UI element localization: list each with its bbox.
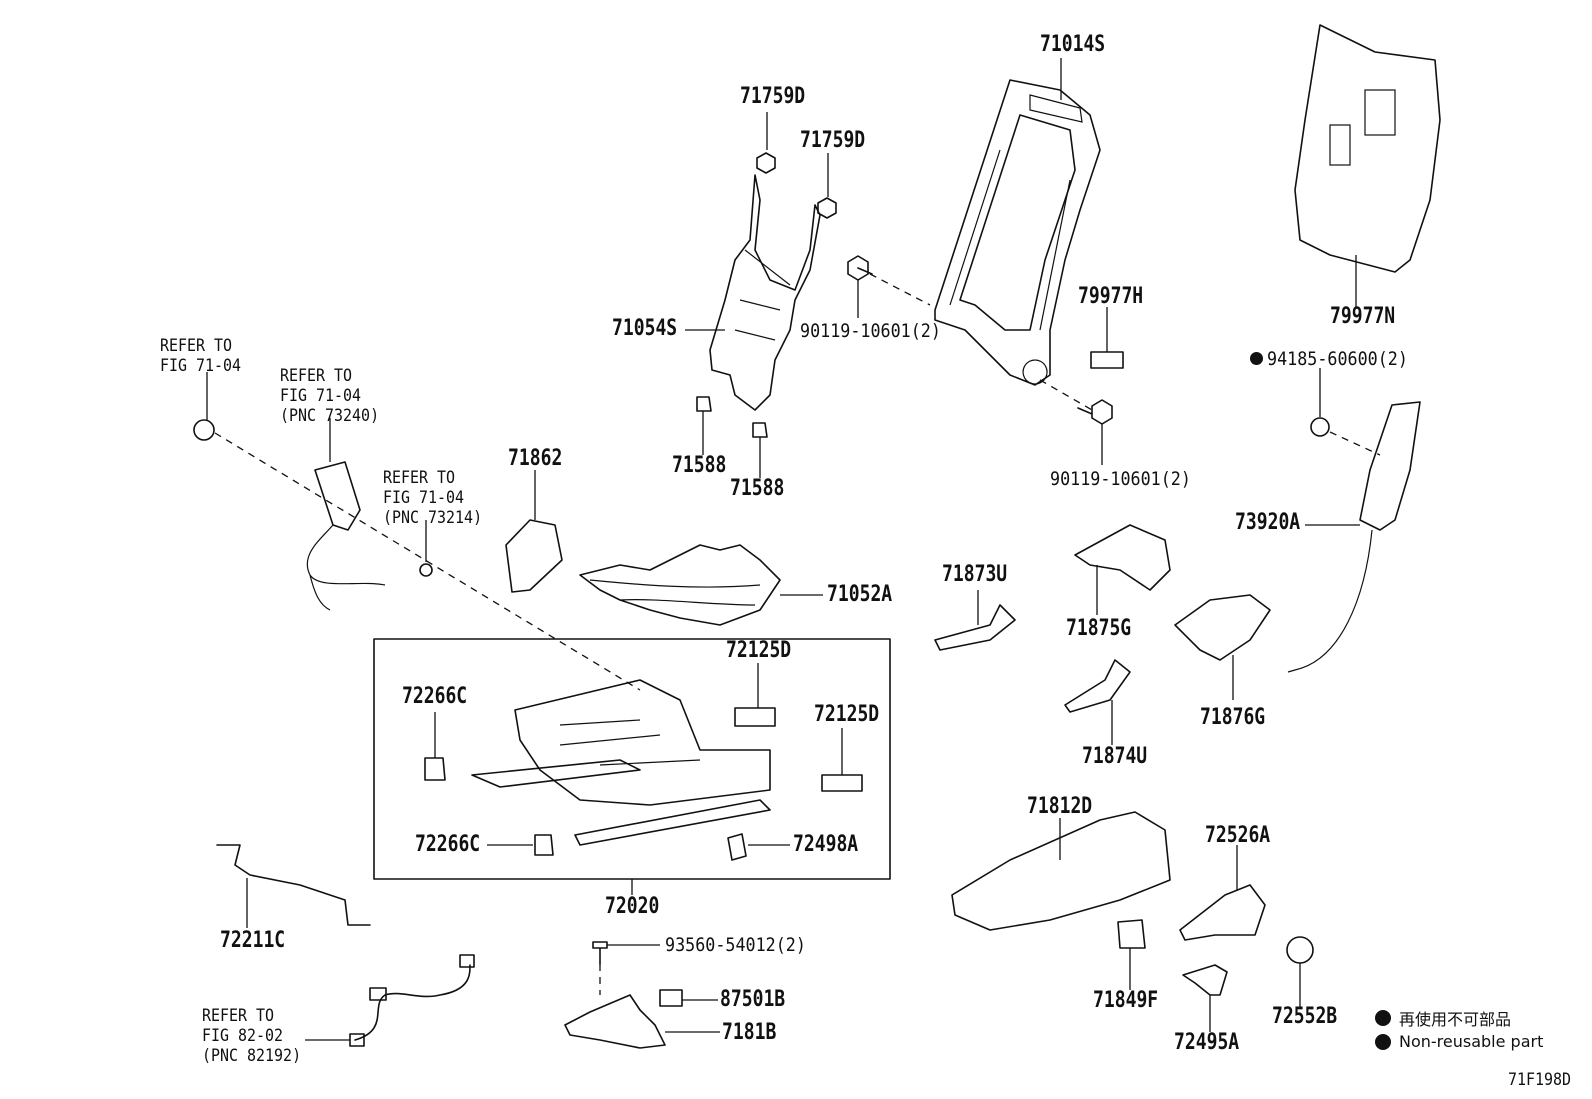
part-71873U <box>934 604 1016 651</box>
label-71862: 71862 <box>508 446 563 471</box>
legend-dot-en <box>1375 1033 1391 1050</box>
wire-harness-82192 <box>354 964 471 1041</box>
label-73920A: 73920A <box>1235 510 1301 535</box>
bolt-90119-lower <box>1077 399 1113 425</box>
label-79977N: 79977N <box>1330 304 1396 329</box>
label-71876G: 71876G <box>1200 705 1266 730</box>
label-90119-b: 90119-10601(2) <box>1050 468 1191 490</box>
seat-adjuster-72020 <box>471 679 771 846</box>
label-79977H: 79977H <box>1078 284 1144 309</box>
back-panel-79977N <box>1294 24 1441 273</box>
part-71849F <box>1117 919 1146 949</box>
bracket-7181B <box>564 994 666 1049</box>
bracket-71054S <box>709 174 821 411</box>
label-72498A: 72498A <box>793 832 859 857</box>
bolt-90119-upper <box>847 255 873 281</box>
knob-72526A <box>1179 884 1266 941</box>
label-71812D: 71812D <box>1027 794 1093 819</box>
part-72266C-a <box>424 757 446 781</box>
nut-71759D-b <box>817 197 837 219</box>
label-71849F: 71849F <box>1093 988 1159 1013</box>
label-71052A: 71052A <box>827 582 893 607</box>
label-72552B: 72552B <box>1272 1004 1338 1029</box>
rod-72211C <box>216 844 371 926</box>
label-71588-a: 71588 <box>672 453 727 478</box>
part-72125D-b <box>821 774 863 792</box>
legend-jp-text: 再使用不可部品 <box>1399 1010 1512 1029</box>
label-72495A: 72495A <box>1174 1030 1240 1055</box>
nut-71759D-a <box>756 152 776 174</box>
seatback-frame-71014S <box>934 79 1101 386</box>
knob-72495A <box>1182 964 1228 996</box>
clip-94185 <box>1310 417 1330 437</box>
clip-71588-a <box>696 396 712 412</box>
figure-id: 71F198D <box>1508 1070 1572 1090</box>
label-71014S: 71014S <box>1040 32 1106 57</box>
spring-assembly-71052A <box>579 544 781 626</box>
cover-71862 <box>505 519 563 593</box>
refer-note-82192: REFER TO FIG 82-02 (PNC 82192) <box>202 1006 302 1066</box>
label-93560: 93560-54012(2) <box>665 934 806 956</box>
label-72526A: 72526A <box>1205 823 1271 848</box>
legend-dot-jp <box>1375 1010 1391 1026</box>
part-72266C-b <box>534 834 554 856</box>
legend-jp: 再使用不可部品 <box>1375 1006 1511 1030</box>
label-71873U: 71873U <box>942 562 1008 587</box>
part-87501B <box>659 989 683 1007</box>
clip-refer-71-04 <box>193 419 215 441</box>
side-airbag-73920A <box>1287 401 1421 673</box>
legend-en-text: Non-reusable part <box>1399 1032 1544 1051</box>
screw-93560 <box>592 941 608 965</box>
side-cover-71812D <box>951 811 1171 931</box>
non-reusable-marker <box>1250 352 1263 365</box>
clip-refer-73214 <box>419 563 433 577</box>
cap-72552B <box>1286 936 1314 964</box>
label-72211C: 72211C <box>220 928 286 953</box>
part-71875G <box>1074 524 1171 591</box>
label-72125D-b: 72125D <box>814 702 880 727</box>
label-7181B: 7181B <box>722 1020 777 1045</box>
part-71876G <box>1174 594 1271 661</box>
label-72266C-b: 72266C <box>415 832 481 857</box>
label-71588-b: 71588 <box>730 476 785 501</box>
refer-note-73240: REFER TO FIG 71-04 (PNC 73240) <box>280 366 380 426</box>
label-87501B: 87501B <box>720 987 786 1012</box>
refer-note-73214: REFER TO FIG 71-04 (PNC 73214) <box>383 468 483 528</box>
part-72498A <box>727 833 747 861</box>
label-72125D-a: 72125D <box>726 638 792 663</box>
label-71759D-a: 71759D <box>740 84 806 109</box>
label-sticker-79977H <box>1090 351 1124 369</box>
seat-belt-buckle <box>306 461 386 611</box>
label-72020: 72020 <box>605 894 660 919</box>
label-94185: 94185-60600(2) <box>1267 348 1408 370</box>
label-71054S: 71054S <box>612 316 678 341</box>
label-71875G: 71875G <box>1066 616 1132 641</box>
refer-note-71-04: REFER TO FIG 71-04 <box>160 336 242 376</box>
part-72125D-a <box>734 707 776 727</box>
label-71874U: 71874U <box>1082 744 1148 769</box>
label-71759D-b: 71759D <box>800 128 866 153</box>
part-71874U <box>1064 659 1131 713</box>
legend-en: Non-reusable part <box>1375 1032 1543 1051</box>
label-90119-a: 90119-10601(2) <box>800 320 941 342</box>
label-72266C-a: 72266C <box>402 684 468 709</box>
clip-71588-b <box>752 422 768 438</box>
